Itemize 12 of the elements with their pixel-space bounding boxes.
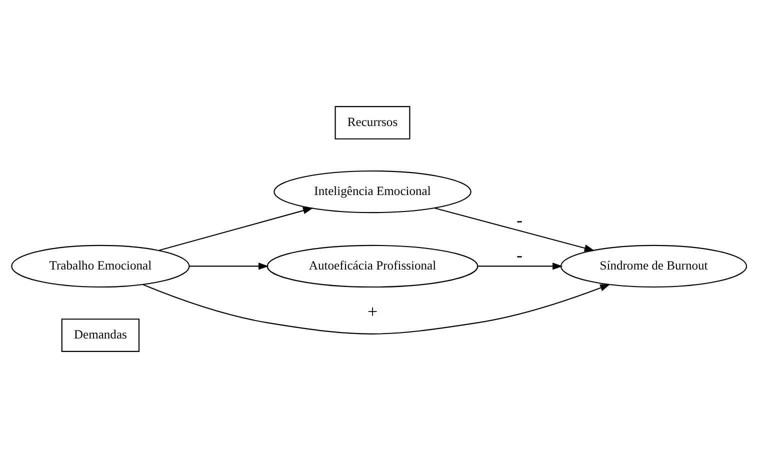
arrow bbox=[142, 284, 610, 334]
node-ellipse: Trabalho Emocional bbox=[11, 244, 190, 288]
edge-label: + bbox=[367, 301, 378, 322]
edge-label: - bbox=[516, 244, 522, 265]
node-ellipse: Autoeficácia Profissional bbox=[266, 244, 478, 288]
arrow bbox=[478, 262, 563, 270]
node-box: Demandas bbox=[61, 318, 140, 352]
arrow bbox=[434, 208, 595, 252]
edge-label: - bbox=[516, 210, 522, 230]
arrow bbox=[158, 207, 314, 251]
node-box: Recurrsos bbox=[334, 106, 410, 140]
arrow bbox=[189, 262, 269, 270]
